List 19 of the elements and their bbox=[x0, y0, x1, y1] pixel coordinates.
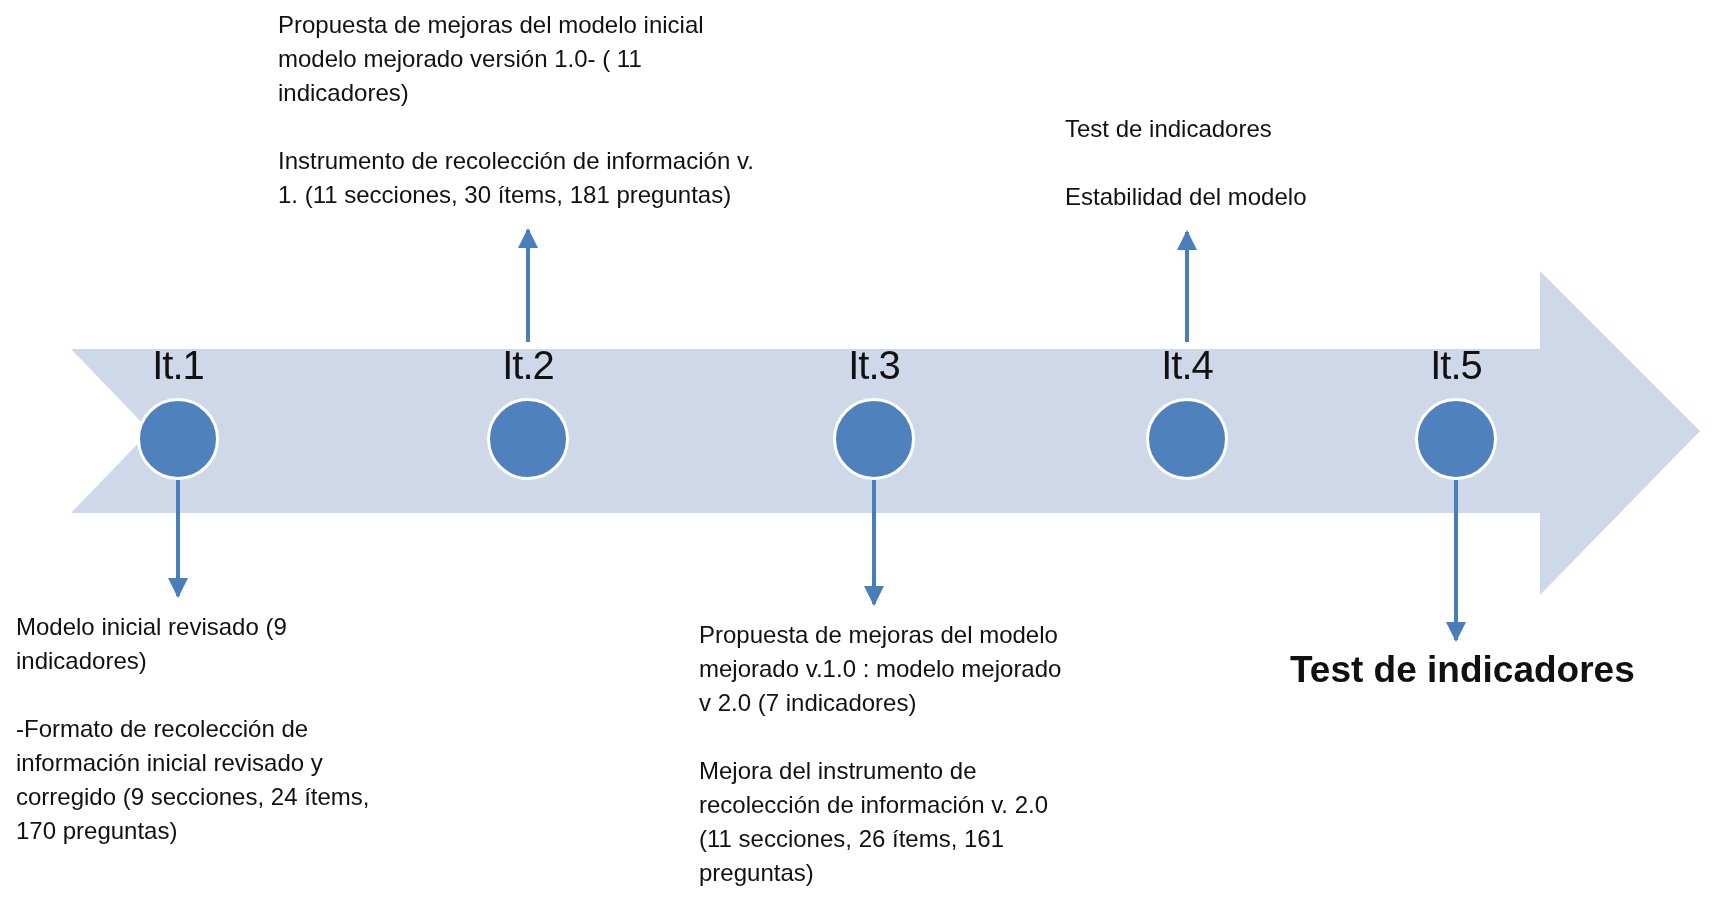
description-text: Mejora del instrumento de recolección de información v. 2.0 (11 secciones, 26 ítems, 161 preguntas) bbox=[699, 756, 1050, 888]
iteration-label: It.5 bbox=[1430, 342, 1482, 388]
arrow bbox=[1177, 230, 1197, 342]
iteration-label: It.2 bbox=[502, 342, 554, 388]
arrow bbox=[1446, 480, 1466, 642]
description-text: Propuesta de mejoras del modelo inicial modelo mejorado versión 1.0- ( 11 indicadores) bbox=[278, 10, 705, 108]
description-text: Modelo inicial revisado (9 indicadores) bbox=[16, 612, 288, 676]
description-text: Test de indicadores bbox=[1065, 114, 1273, 144]
iteration-label: It.3 bbox=[848, 342, 900, 388]
iteration-label: It.1 bbox=[152, 342, 204, 388]
arrow bbox=[518, 228, 538, 342]
description-text: Instrumento de recolección de información v. 1. (11 secciones, 30 ítems, 181 preguntas) bbox=[278, 146, 755, 210]
description-text: Propuesta de mejoras del modelo mejorado v.1.0 : modelo mejorado v 2.0 (7 indicadores) bbox=[699, 620, 1063, 718]
arrow bbox=[864, 480, 884, 606]
description-text: -Formato de recolección de información inicial revisado y corregido (9 secciones, 24 ítems, 170 preguntas) bbox=[16, 714, 371, 846]
result-heading: Test de indicadores bbox=[1290, 648, 1635, 692]
arrow bbox=[168, 480, 188, 598]
iteration-label: It.4 bbox=[1161, 342, 1213, 388]
description-text: Estabilidad del modelo bbox=[1065, 182, 1308, 212]
